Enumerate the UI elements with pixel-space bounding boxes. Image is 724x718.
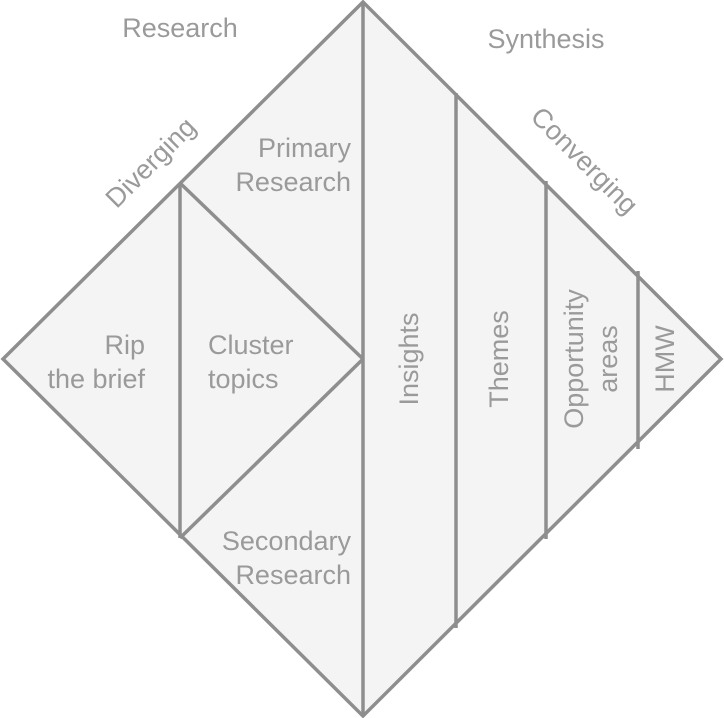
research-label: Research [122, 13, 238, 43]
primary-research-label-line-2: Research [235, 167, 351, 197]
primary-research-label-line-1: Primary [258, 133, 351, 163]
cluster-topics-label-line-1: Cluster [208, 330, 294, 360]
secondary-research-label-line-1: Secondary [222, 526, 352, 556]
synthesis-label: Synthesis [487, 24, 604, 54]
rip-brief-label-line-2: the brief [47, 364, 145, 394]
hmw-label: HMW [650, 325, 680, 393]
left-triangle-upper-edge [178, 181, 365, 361]
cluster-topics-label-line-2: topics [208, 364, 279, 394]
left-triangle-lower-edge [178, 357, 365, 540]
rip-brief-label-line-1: Rip [104, 330, 145, 360]
secondary-research-label-line-2: Research [235, 560, 351, 590]
opportunity-areas-label-line-1: Opportunity [559, 289, 589, 429]
themes-label: Themes [484, 310, 514, 408]
insights-label: Insights [394, 312, 424, 405]
opportunity-areas-label-line-2: areas [593, 325, 623, 393]
